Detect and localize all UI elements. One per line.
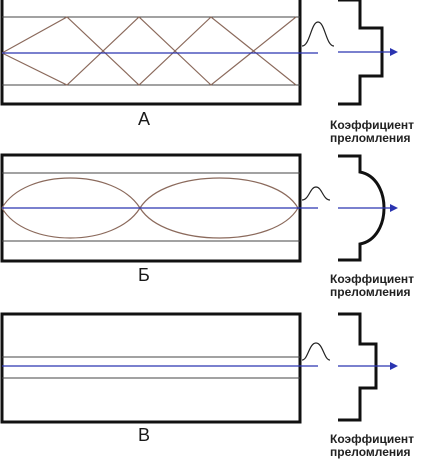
panel-b-label: Б (138, 265, 150, 285)
panel-c-caption: Коэффициент преломления (330, 433, 414, 459)
panel-c (0, 312, 398, 424)
panel-c-caption-line2: преломления (330, 445, 411, 459)
panel-b-caption-line2: преломления (330, 285, 411, 299)
panel-a-output-pulse (301, 21, 335, 47)
panel-b-output-pulse (301, 186, 331, 201)
panel-a-label: А (138, 109, 151, 129)
panel-c-output-pulse (301, 342, 331, 361)
panel-a (0, 0, 398, 106)
panel-a-caption-line1: Коэффициент (330, 118, 415, 132)
panel-b (0, 153, 398, 263)
panel-a-caption: Коэффициент преломления (330, 119, 414, 145)
panel-c-label: В (138, 425, 151, 445)
panel-b-caption-line1: Коэффициент (330, 272, 415, 286)
panel-c-caption-line1: Коэффициент (330, 432, 415, 446)
panel-c-index-profile (338, 312, 378, 422)
panel-a-caption-line2: преломления (330, 131, 411, 145)
panel-b-caption: Коэффициент преломления (330, 273, 414, 299)
panel-a-ray-1 (1, 16, 297, 86)
panel-a-cladding (0, 0, 302, 106)
panel-c-cladding (0, 312, 302, 424)
panel-a-ray-2 (1, 16, 297, 86)
